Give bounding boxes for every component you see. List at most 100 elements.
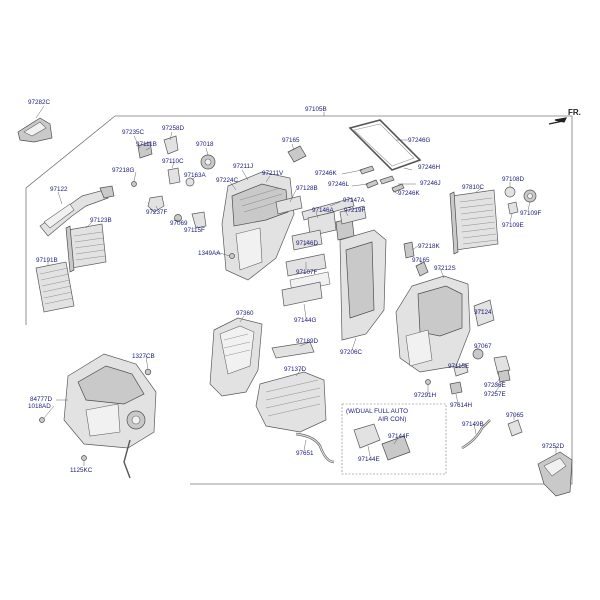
part-97237f-lever <box>147 195 165 213</box>
label-97224c: 97224C <box>216 177 239 184</box>
label-97206c: 97206C <box>340 349 363 356</box>
part-97144g-door <box>281 281 323 307</box>
label-97067: 97067 <box>474 343 492 350</box>
part-97246-small-seals <box>359 165 405 193</box>
label-97128b: 97128B <box>296 185 318 192</box>
part-1327cb-grommet <box>144 368 152 376</box>
label-97105b: 97105B <box>305 106 327 113</box>
part-97191b-air-filter <box>35 261 75 313</box>
label-97237f: 97237F <box>146 209 168 216</box>
front-direction-indicator: FR. <box>548 108 581 125</box>
label-97246h: 97246H <box>418 164 441 171</box>
part-1125kc-bolt <box>81 455 87 461</box>
label-97165-b: 97165 <box>412 257 430 264</box>
label-97360: 97360 <box>236 310 254 317</box>
part-97018-actuator <box>200 154 216 170</box>
part-97236e-actuator <box>493 355 511 383</box>
part-97111b-bracket <box>137 141 153 159</box>
part-97069-cam <box>174 214 182 222</box>
label-97252d: 97252D <box>542 443 565 450</box>
label-97211v: 97211V <box>262 170 284 177</box>
part-97108d-sensor <box>504 186 516 198</box>
assembly-frame <box>25 115 573 485</box>
part-97219f-door <box>339 205 367 225</box>
label-97065: 97065 <box>506 412 524 419</box>
label-97212s: 97212S <box>434 265 456 272</box>
label-97115e: 97115E <box>448 363 469 370</box>
label-97110c: 97110C <box>162 158 184 165</box>
label-97144g: 97144G <box>294 317 317 324</box>
label-97147a: 97147A <box>343 197 366 204</box>
label-97149b: 97149B <box>462 421 484 428</box>
part-97115e-link <box>453 363 469 377</box>
part-97123b-heater-core <box>65 223 107 273</box>
label-1327cb: 1327CB <box>132 353 155 360</box>
part-97110c-lever <box>167 167 181 185</box>
label-1125kc: 1125KC <box>70 467 93 474</box>
label-97163a: 97163A <box>184 172 207 179</box>
part-97291h-screw <box>425 379 431 385</box>
label-97146a: 97146A <box>312 207 335 214</box>
part-97360-duct <box>209 317 263 397</box>
part-1349aa-bolt <box>229 253 235 259</box>
label-97122: 97122 <box>50 186 68 193</box>
label-97191b: 97191B <box>36 257 58 264</box>
label-97235c: 97235C <box>122 129 145 136</box>
label-97236e: 97236E <box>484 382 506 389</box>
part-97147a-door <box>301 197 355 221</box>
label-97246k-b: 97246K <box>398 190 421 197</box>
callout-note-line2: AIR CON) <box>378 416 406 423</box>
front-arrow-icon <box>548 117 568 125</box>
dual-auto-callout-box: (W/DUAL FULL AUTO AIR CON) <box>341 403 447 475</box>
label-97109e: 97109E <box>502 222 524 229</box>
label-97258d: 97258D <box>162 125 185 132</box>
label-97246k: 97246K <box>315 170 338 177</box>
label-97146d: 97146D <box>296 240 319 247</box>
leader-lines <box>35 105 557 466</box>
label-84777d: 84777D <box>30 396 53 403</box>
label-97651: 97651 <box>296 450 314 457</box>
part-97212s-case <box>395 275 471 373</box>
part-97109f-sensor <box>523 189 537 203</box>
part-97137d-blower-case <box>255 371 327 433</box>
part-97258d-link <box>163 135 179 155</box>
label-97111b: 97111B <box>136 141 157 148</box>
label-97257e: 97257E <box>484 391 506 398</box>
part-97246g-seal <box>348 119 422 171</box>
label-97107f: 97107F <box>296 269 318 276</box>
part-97165-clip-b <box>415 261 429 277</box>
label-97109f: 97109F <box>520 210 542 217</box>
label-97108d: 97108D <box>502 176 525 183</box>
label-1349aa: 1349AA <box>198 250 221 257</box>
part-97810c-evaporator <box>449 189 499 255</box>
part-97124-cover <box>473 299 495 327</box>
part-97122-duct-hose <box>39 185 115 237</box>
label-97189d: 97189D <box>296 338 319 345</box>
label-97211j: 97211J <box>233 163 253 170</box>
label-97123b: 97123B <box>90 217 112 224</box>
label-97246l: 97246L <box>328 181 350 188</box>
part-97146a-door <box>307 211 355 241</box>
label-97137d: 97137D <box>284 366 307 373</box>
label-97219f: 97219F <box>344 207 366 214</box>
part-97218g-screw <box>131 181 137 187</box>
part-97614h-clip <box>449 381 463 395</box>
label-97124: 97124 <box>474 309 492 316</box>
part-97109e-clip <box>507 201 519 215</box>
part-97252d-duct <box>537 451 573 497</box>
part-blower-assembly <box>63 353 157 479</box>
part-97651-hose <box>295 432 335 464</box>
part-1018ad-screw <box>39 417 45 423</box>
part-97211j-hvac-case-left <box>221 171 295 281</box>
label-97218k: 97218K <box>418 243 441 250</box>
part-97282c-duct <box>17 117 53 143</box>
part-97067-motor <box>472 348 484 360</box>
label-1018ad: 1018AD <box>28 403 51 410</box>
part-97146d-door <box>291 229 323 251</box>
label-97246j: 97246J <box>420 180 441 187</box>
label-97018: 97018 <box>196 141 214 148</box>
label-97144f: 97144F <box>388 433 410 440</box>
label-97069: 97069 <box>170 220 188 227</box>
part-97065-sensor <box>507 419 523 437</box>
